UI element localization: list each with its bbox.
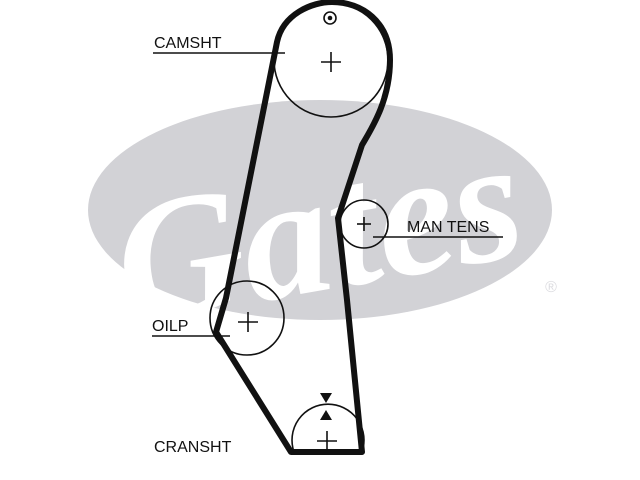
tensioner-pulley (339, 199, 389, 249)
timing-mark-outer (323, 11, 337, 25)
camshaft-pulley-circle (273, 2, 389, 118)
tensioner-pulley-circle (339, 199, 389, 249)
crankshaft-timing-notch (320, 410, 332, 420)
registered-mark: ® (545, 279, 557, 296)
leader-lines (152, 52, 503, 337)
tensioner-label: MAN TENS (407, 219, 489, 236)
crankshaft-pulley-arc (291, 403, 365, 453)
camshaft-center-cross (321, 52, 341, 72)
crankshaft-label: CRANSHT (154, 439, 232, 456)
crankshaft-pulley (291, 393, 365, 453)
camshaft-pulley (273, 2, 389, 118)
camshaft-label: CAMSHT (154, 35, 222, 52)
oil-pump-pulley (209, 280, 285, 356)
timing-mark-dot (327, 15, 333, 21)
crankshaft-center-cross (317, 431, 337, 451)
oil-pump-label: OILP (152, 318, 188, 335)
logo-ellipse (88, 100, 552, 320)
oil-pump-center-cross (238, 312, 258, 332)
crankshaft-timing-arrow (320, 393, 332, 403)
tensioner-center-cross (357, 217, 371, 231)
oil-pump-pulley-circle (209, 280, 285, 356)
